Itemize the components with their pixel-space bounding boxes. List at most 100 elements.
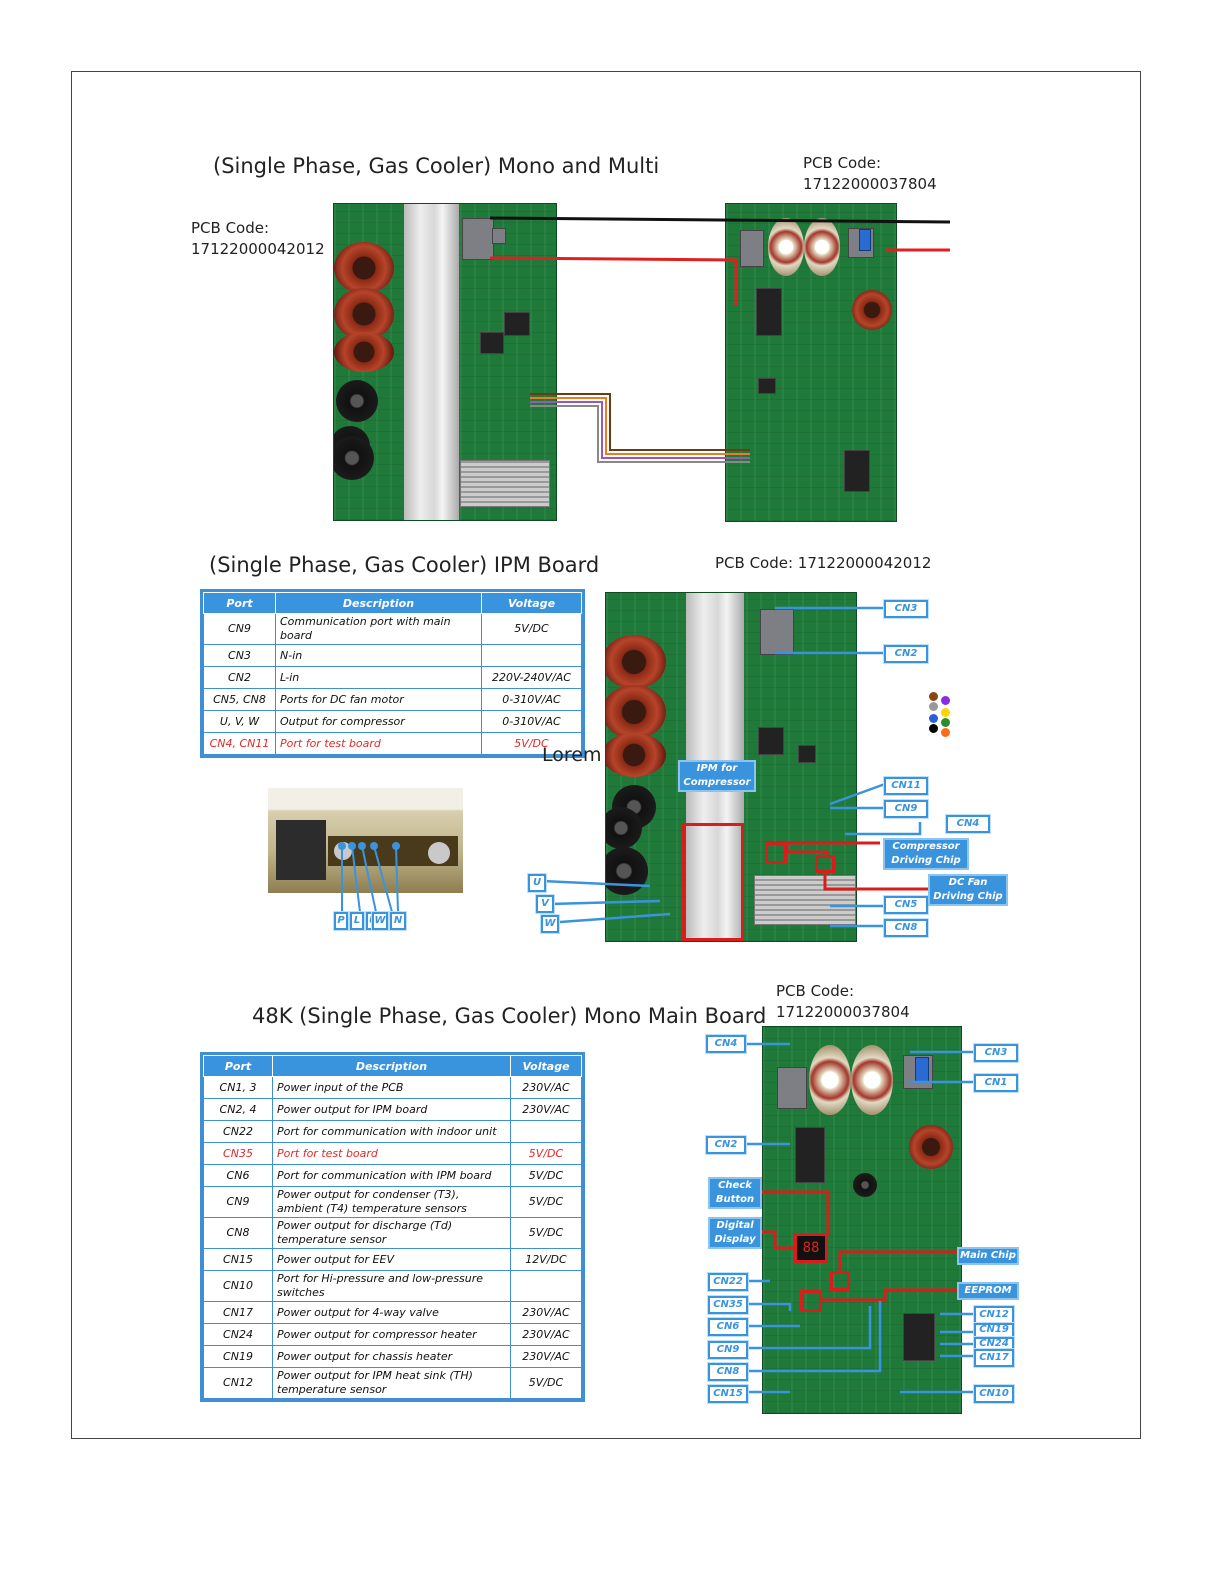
col-port: Port xyxy=(203,1055,273,1077)
callout-cn12: CN12 xyxy=(974,1306,1014,1324)
terminal-label-l: L xyxy=(350,912,364,930)
col-description: Description xyxy=(275,592,482,614)
cell-voltage: 5V/DC xyxy=(510,1186,582,1218)
color-dot xyxy=(941,728,950,737)
color-dot xyxy=(929,692,938,701)
section2-pcb-code: PCB Code: 17122000042012 xyxy=(715,554,932,572)
cell-description: Power output for condenser (T3), ambient… xyxy=(272,1186,511,1218)
callout-digital-display: Digital Display xyxy=(708,1217,762,1249)
cell-voltage: 230V/AC xyxy=(510,1076,582,1099)
cell-description: Power output for 4-way valve xyxy=(272,1301,511,1324)
callout-cn3: CN3 xyxy=(884,600,928,618)
cell-port: CN17 xyxy=(203,1301,273,1324)
callout-cn1: CN1 xyxy=(974,1074,1018,1092)
callout-cn2: CN2 xyxy=(884,645,928,663)
cell-description: Power output for IPM heat sink (TH) temp… xyxy=(272,1367,511,1399)
cell-voltage: 230V/AC xyxy=(510,1323,582,1346)
section2-blue-leader-lines xyxy=(541,606,922,928)
wire-color-legend xyxy=(928,690,952,746)
section3-title: 48K (Single Phase, Gas Cooler) Mono Main… xyxy=(252,1004,767,1028)
cell-port: CN35 xyxy=(203,1142,273,1165)
compressor-chip-highlight xyxy=(765,842,787,864)
right-pcb-code: PCB Code: 17122000037804 xyxy=(803,153,937,195)
cell-description: N-in xyxy=(275,644,482,667)
callout-cn6: CN6 xyxy=(708,1318,748,1336)
cell-voltage: 5V/DC xyxy=(510,1217,582,1249)
callout-cn3: CN3 xyxy=(974,1044,1018,1062)
cell-voltage xyxy=(510,1270,582,1302)
cell-description: Port for test board xyxy=(272,1142,511,1165)
cell-port: CN1, 3 xyxy=(203,1076,273,1099)
page-frame xyxy=(71,71,1141,1439)
cell-description: Port for communication with indoor unit xyxy=(272,1120,511,1143)
color-dot xyxy=(929,724,938,733)
callout-check-button: Check Button xyxy=(708,1177,762,1209)
cell-voltage: 5V/DC xyxy=(510,1367,582,1399)
cell-port: CN8 xyxy=(203,1217,273,1249)
ipm-board-photo xyxy=(333,203,557,521)
col-description: Description xyxy=(272,1055,511,1077)
cell-description: Output for compressor xyxy=(275,710,482,733)
cell-description: Port for communication with IPM board xyxy=(272,1164,511,1187)
callout-ipm-for-compressor: IPM for Compressor xyxy=(678,760,756,792)
callout-cn15: CN15 xyxy=(708,1385,748,1403)
digital-display-highlight xyxy=(794,1233,828,1263)
callout-cn2: CN2 xyxy=(706,1136,746,1154)
main-chip-highlight xyxy=(830,1271,850,1291)
digital-display: 88 xyxy=(797,1236,825,1260)
cell-description: Power output for discharge (Td) temperat… xyxy=(272,1217,511,1249)
callout-cn17: CN17 xyxy=(974,1349,1014,1367)
callout-cn9: CN9 xyxy=(708,1341,748,1359)
table-header-row: Port Description Voltage xyxy=(203,1055,582,1077)
callout-eeprom: EEPROM xyxy=(957,1282,1019,1300)
fan-chip-highlight xyxy=(815,855,835,873)
callout-cn10: CN10 xyxy=(974,1385,1014,1403)
col-port: Port xyxy=(203,592,276,614)
cell-description: L-in xyxy=(275,666,482,689)
cell-voltage: 12V/DC xyxy=(510,1248,582,1271)
cell-voltage: 5V/DC xyxy=(481,613,582,645)
cell-voltage: 5V/DC xyxy=(510,1164,582,1187)
col-voltage: Voltage xyxy=(510,1055,582,1077)
section3-red-leader-lines xyxy=(760,1190,960,1302)
ipm-highlight-box xyxy=(682,823,744,941)
cell-port: U, V, W xyxy=(203,710,276,733)
callout-cn8: CN8 xyxy=(884,919,928,937)
cell-port: CN9 xyxy=(203,613,276,645)
cell-description: Power output for EEV xyxy=(272,1248,511,1271)
cell-port: CN9 xyxy=(203,1186,273,1218)
cell-port: CN24 xyxy=(203,1323,273,1346)
cell-description: Power output for chassis heater xyxy=(272,1345,511,1368)
cell-voltage: 230V/AC xyxy=(510,1345,582,1368)
cell-port: CN10 xyxy=(203,1270,273,1302)
cell-port: CN4, CN11 xyxy=(203,732,276,755)
callout-cn9: CN9 xyxy=(884,800,928,818)
terminal-label-w: W xyxy=(372,912,388,930)
callout-w: W xyxy=(541,915,559,933)
cell-voltage: 0-310V/AC xyxy=(481,688,582,711)
color-dot xyxy=(941,696,950,705)
callout-cn5: CN5 xyxy=(884,896,928,914)
pcb-code-label: PCB Code: xyxy=(803,154,882,172)
pcb-code-value: 17122000037804 xyxy=(776,1003,910,1021)
main-board-photo xyxy=(725,203,897,522)
section3-pcb-code: PCB Code: 17122000037804 xyxy=(776,981,910,1023)
cell-voltage: 230V/AC xyxy=(510,1301,582,1324)
pcb-code-value: 17122000042012 xyxy=(191,240,325,258)
cell-port: CN5, CN8 xyxy=(203,688,276,711)
callout-cn35: CN35 xyxy=(708,1296,748,1314)
color-dot xyxy=(929,702,938,711)
section2-title: (Single Phase, Gas Cooler) IPM Board xyxy=(209,553,600,577)
